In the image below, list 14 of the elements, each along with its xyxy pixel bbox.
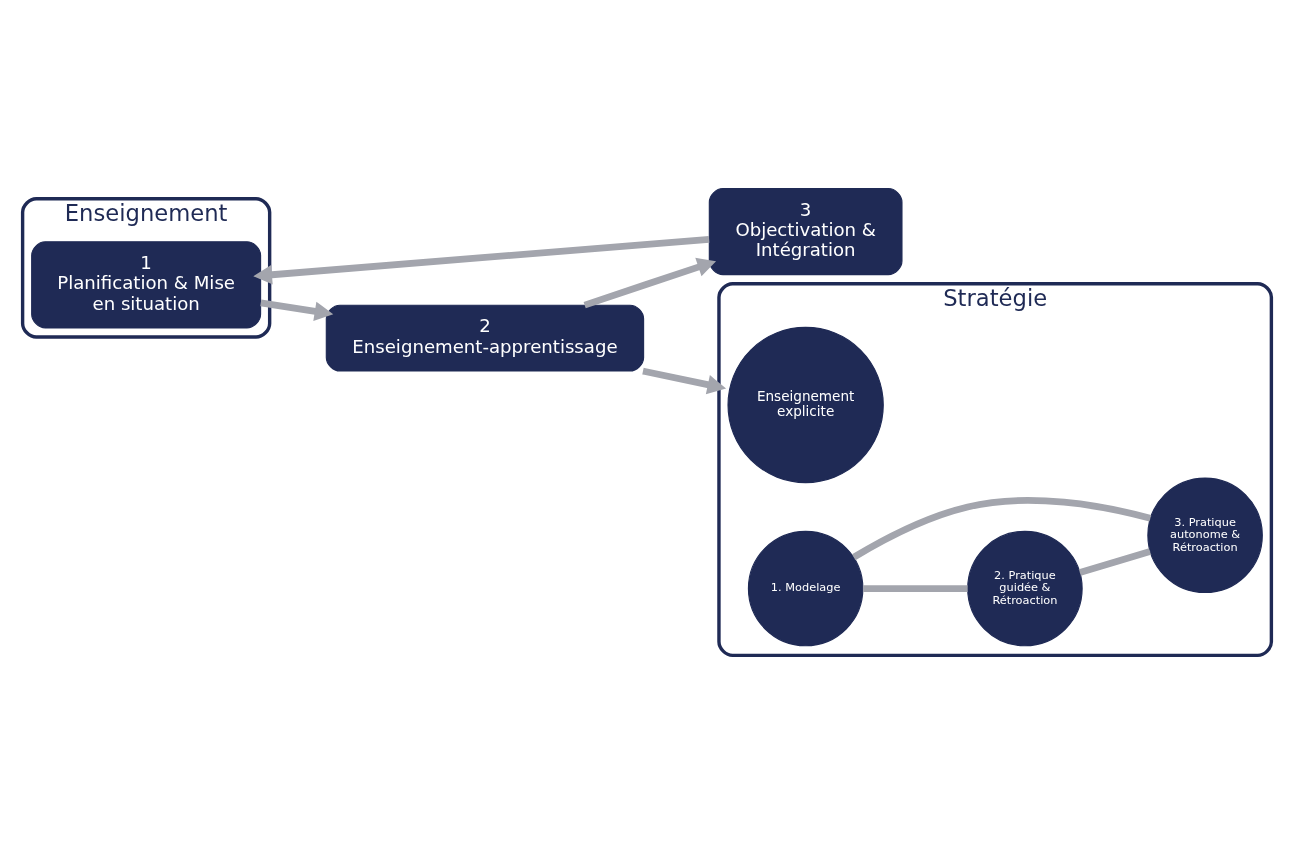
node-box: 1 Planification & Mise en situation bbox=[31, 240, 262, 328]
node-circle: 3. Pratique autonome & Rétroaction bbox=[1147, 477, 1263, 593]
arrow bbox=[642, 367, 727, 394]
connector bbox=[1078, 547, 1151, 576]
node-box: 3 Objectivation & Intégration bbox=[708, 187, 903, 275]
node-circle: Enseignement explicite bbox=[727, 326, 884, 483]
arrow bbox=[260, 298, 334, 321]
connector bbox=[852, 496, 1152, 560]
node-circle: 2. Pratique guidée & Rétroaction bbox=[967, 530, 1083, 646]
arrow bbox=[583, 257, 717, 308]
node-box: 2 Enseignement-apprentissage bbox=[325, 304, 645, 372]
connector bbox=[863, 584, 968, 592]
arrow bbox=[253, 235, 710, 284]
node-circle: 1. Modelage bbox=[747, 530, 864, 646]
